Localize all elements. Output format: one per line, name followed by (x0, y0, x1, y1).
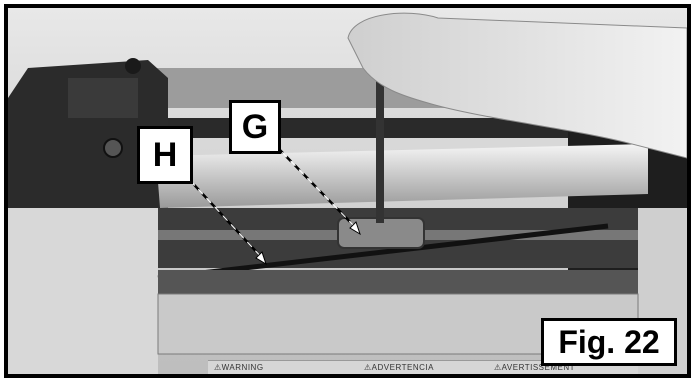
tool-shaft (376, 78, 384, 223)
left-side-panel (8, 208, 158, 374)
callout-h: H (137, 126, 193, 184)
left-housing-panel (68, 78, 138, 118)
hand (347, 12, 687, 159)
housing-bolt (103, 138, 123, 158)
knife-blade (157, 223, 609, 281)
arrowhead-h (255, 251, 267, 266)
guard-bar (156, 144, 648, 208)
adjustment-knob (125, 58, 141, 74)
advertencia-label: ⚠ADVERTENCIA (358, 360, 488, 374)
warning-label: ⚠WARNING (208, 360, 358, 374)
figure-label: Fig. 22 (541, 318, 677, 366)
arrowhead-g (349, 221, 361, 236)
photo-frame: ⚠WARNING ⚠ADVERTENCIA ⚠AVERTISSEMENT G H… (4, 4, 691, 378)
leader-line-g-highlight (277, 147, 359, 231)
rear-roller (158, 270, 638, 294)
leader-line-h-highlight (185, 175, 265, 261)
callout-g: G (229, 100, 281, 154)
